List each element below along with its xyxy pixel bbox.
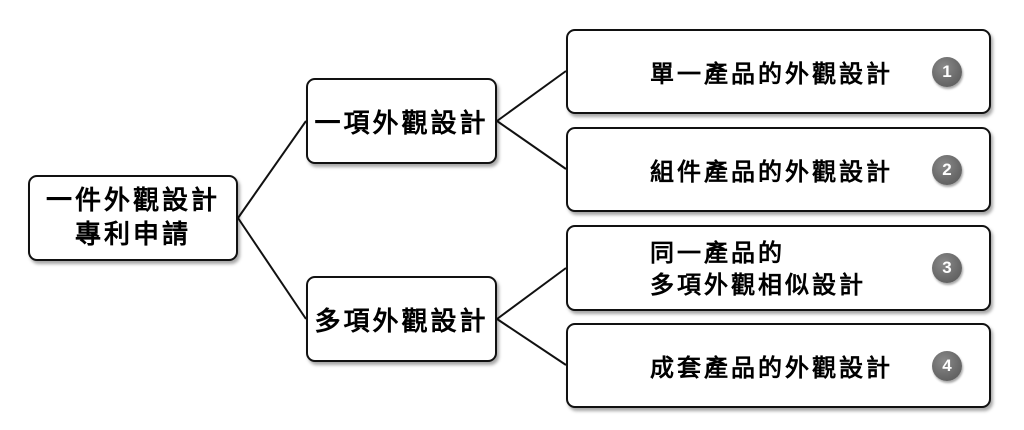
root-node-line-1: 一件外觀設計 <box>46 184 220 218</box>
branch-node-label: 多項外觀設計 <box>314 301 488 338</box>
leaf-node-1: 單一產品的外觀設計 1 <box>566 29 991 114</box>
leaf-node-2: 組件產品的外觀設計 2 <box>566 127 991 212</box>
connector-root-to-branch-1 <box>238 121 306 218</box>
number-badge: 1 <box>932 57 962 87</box>
leaf-node-3: 同一產品的 多項外觀相似設計 3 <box>566 225 991 311</box>
branch-node-multiple-designs: 多項外觀設計 <box>306 276 497 362</box>
connector-root-to-branch-2 <box>238 218 306 319</box>
leaf-node-label: 單一產品的外觀設計 <box>650 54 893 89</box>
connector-branch-2-to-leaf-4 <box>497 319 566 365</box>
leaf-node-label-line-2: 多項外觀相似設計 <box>650 269 866 301</box>
branch-node-single-design: 一項外觀設計 <box>306 78 497 164</box>
leaf-node-label: 組件產品的外觀設計 <box>650 152 893 187</box>
connector-branch-1-to-leaf-2 <box>497 121 566 169</box>
number-badge: 3 <box>932 253 962 283</box>
connector-branch-1-to-leaf-1 <box>497 71 566 121</box>
leaf-node-4: 成套產品的外觀設計 4 <box>566 323 991 408</box>
number-badge: 4 <box>932 351 962 381</box>
leaf-node-label-line-1: 同一產品的 <box>650 237 866 269</box>
branch-node-label: 一項外觀設計 <box>314 103 488 140</box>
root-node-line-2: 專利申請 <box>75 218 191 252</box>
leaf-node-label: 成套產品的外觀設計 <box>650 348 893 383</box>
connector-branch-2-to-leaf-3 <box>497 268 566 319</box>
root-node: 一件外觀設計 專利申請 <box>28 175 238 261</box>
leaf-node-label: 同一產品的 多項外觀相似設計 <box>650 237 866 301</box>
number-badge: 2 <box>932 155 962 185</box>
